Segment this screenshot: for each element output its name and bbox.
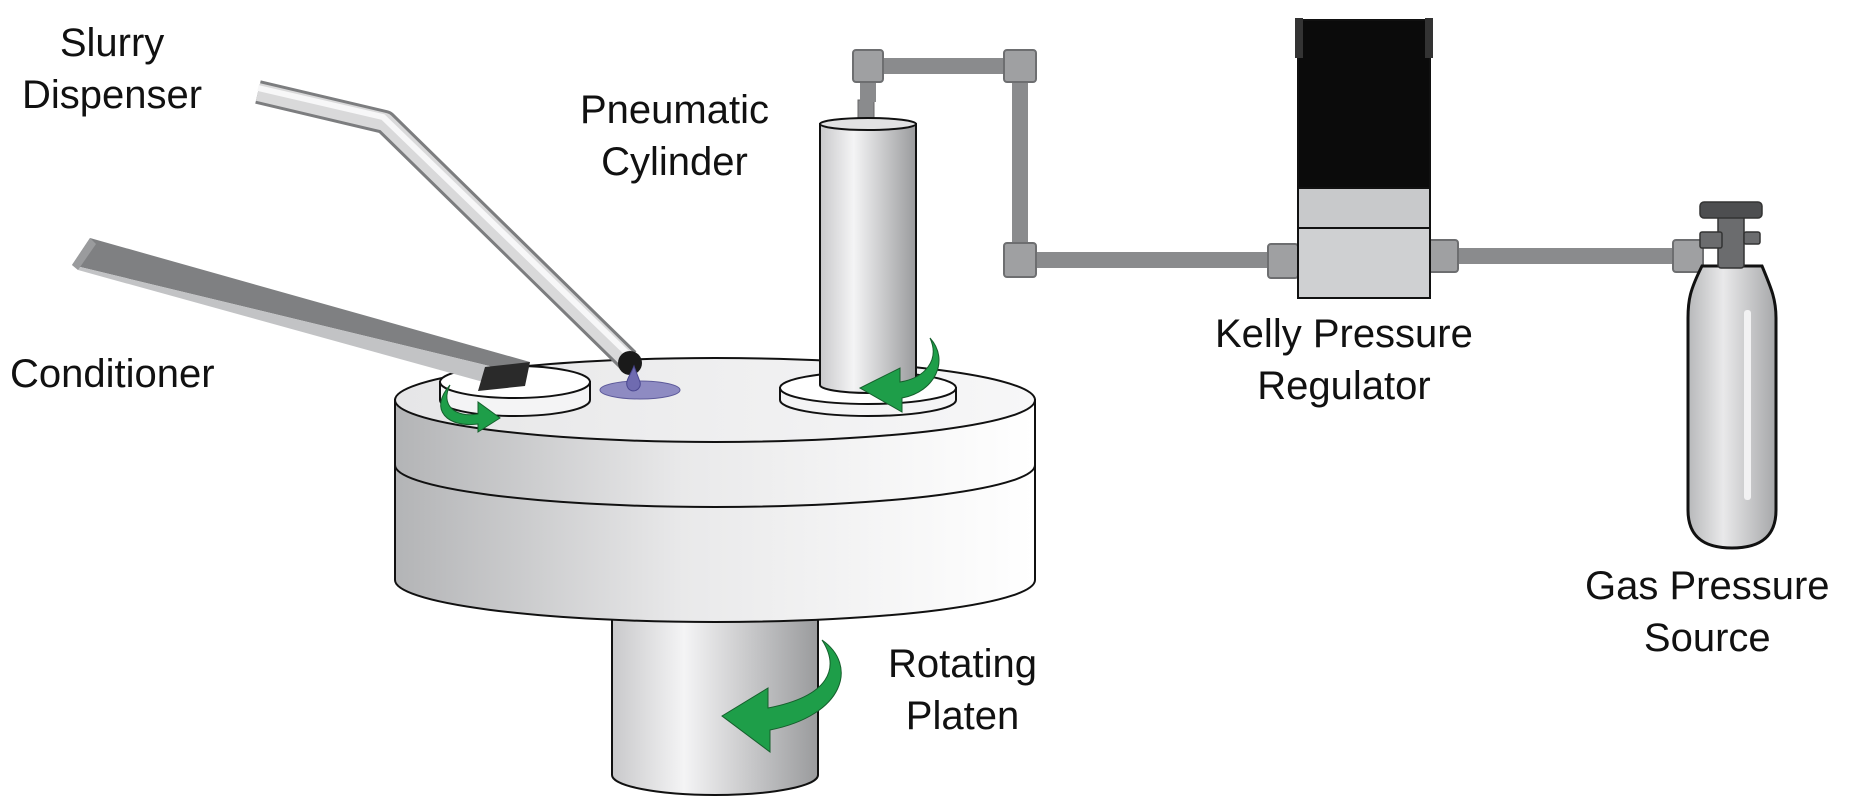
slurry-drop-icon (626, 364, 641, 392)
rotating-platen-label: Rotating Platen (888, 642, 1037, 738)
platen-rotation-arrow-icon (721, 639, 842, 753)
platen-shaft (611, 609, 819, 796)
slurry-dispenser-tube (255, 80, 642, 375)
slurry-dispenser-label: Slurry Dispenser (22, 21, 203, 117)
cylinder-rotation-arrow-icon (858, 337, 940, 413)
conditioner-label: Conditioner (10, 352, 215, 396)
gas-line (860, 58, 1690, 268)
pneumatic-cylinder (819, 99, 917, 394)
kelly-pressure-regulator (1295, 18, 1433, 299)
tank-valve-icon (1699, 201, 1763, 269)
pneumatic-cylinder-label: Pneumatic Cylinder (580, 88, 769, 184)
conditioner-rotation-arrow-icon (440, 384, 501, 433)
gas-pressure-source-label: Gas Pressure Source (1585, 564, 1830, 660)
kelly-pressure-regulator-label: Kelly Pressure Regulator (1215, 312, 1473, 408)
gas-pressure-tank (1686, 264, 1778, 550)
conditioner-arm (72, 238, 530, 391)
pipe-fittings (852, 49, 1704, 279)
